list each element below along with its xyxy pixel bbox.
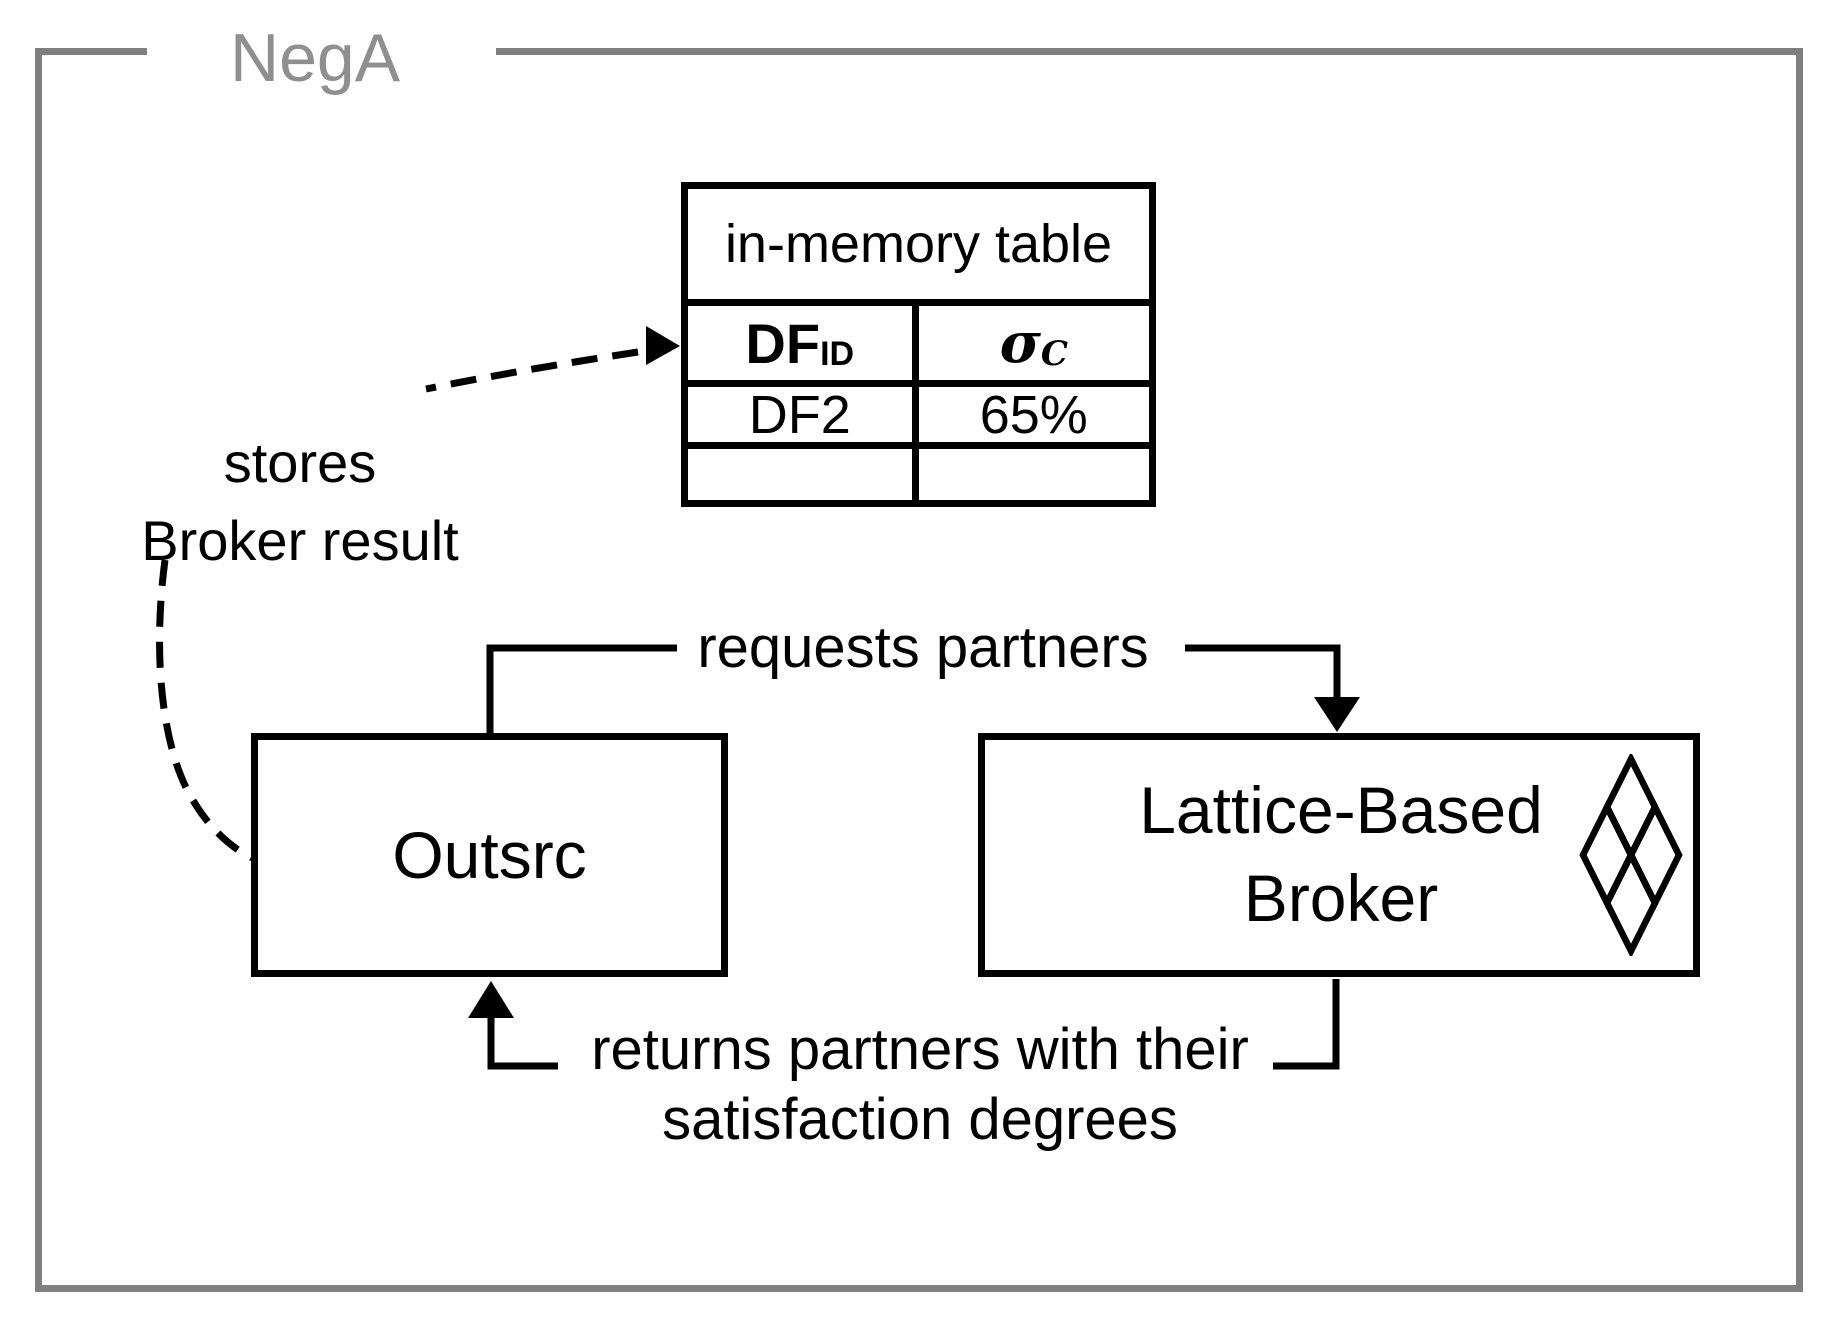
frame-label-gap [147,42,496,60]
column-header-sigma: σ C [919,306,1150,380]
frame-label: NegA [230,20,401,96]
cell-empty-2 [919,449,1150,500]
table-row-empty [688,442,1149,500]
table-title: in-memory table [724,214,1113,274]
stores-broker-result-label: stores Broker result [115,424,485,580]
cell-df-id: DF2 [688,385,919,445]
cell-empty-1 [688,449,919,500]
nega-frame [35,48,1803,1292]
column-header-dfid: DF ID [688,306,919,380]
dfid-subscript: ID [820,335,855,373]
table-row: DF2 65% [688,380,1149,445]
broker-box: Lattice-Based Broker [978,733,1700,977]
stores-label-line1: stores [223,431,377,494]
stores-label-line2: Broker result [141,509,459,572]
sigma-subscript: C [1040,334,1068,374]
returns-label-line1: returns partners with their [591,1017,1249,1082]
dfid-main: DF [745,311,821,375]
broker-label-line2: Broker [1243,861,1439,935]
requests-partners-label: requests partners [697,615,1149,680]
in-memory-table: in-memory table DF ID σ C DF2 65% [681,182,1156,507]
broker-label-line1: Lattice-Based [1139,773,1543,847]
returns-partners-label: returns partners with their satisfaction… [560,1015,1280,1155]
returns-label-line2: satisfaction degrees [662,1087,1178,1152]
lattice-diamond-icon [1579,754,1683,956]
table-header-row: DF ID σ C [688,299,1149,380]
broker-label: Lattice-Based Broker [1061,766,1621,942]
sigma-main: σ [999,310,1041,376]
outsrc-label: Outsrc [392,818,587,892]
cell-sigma-value: 65% [979,384,1088,445]
outsrc-box: Outsrc [251,733,728,977]
